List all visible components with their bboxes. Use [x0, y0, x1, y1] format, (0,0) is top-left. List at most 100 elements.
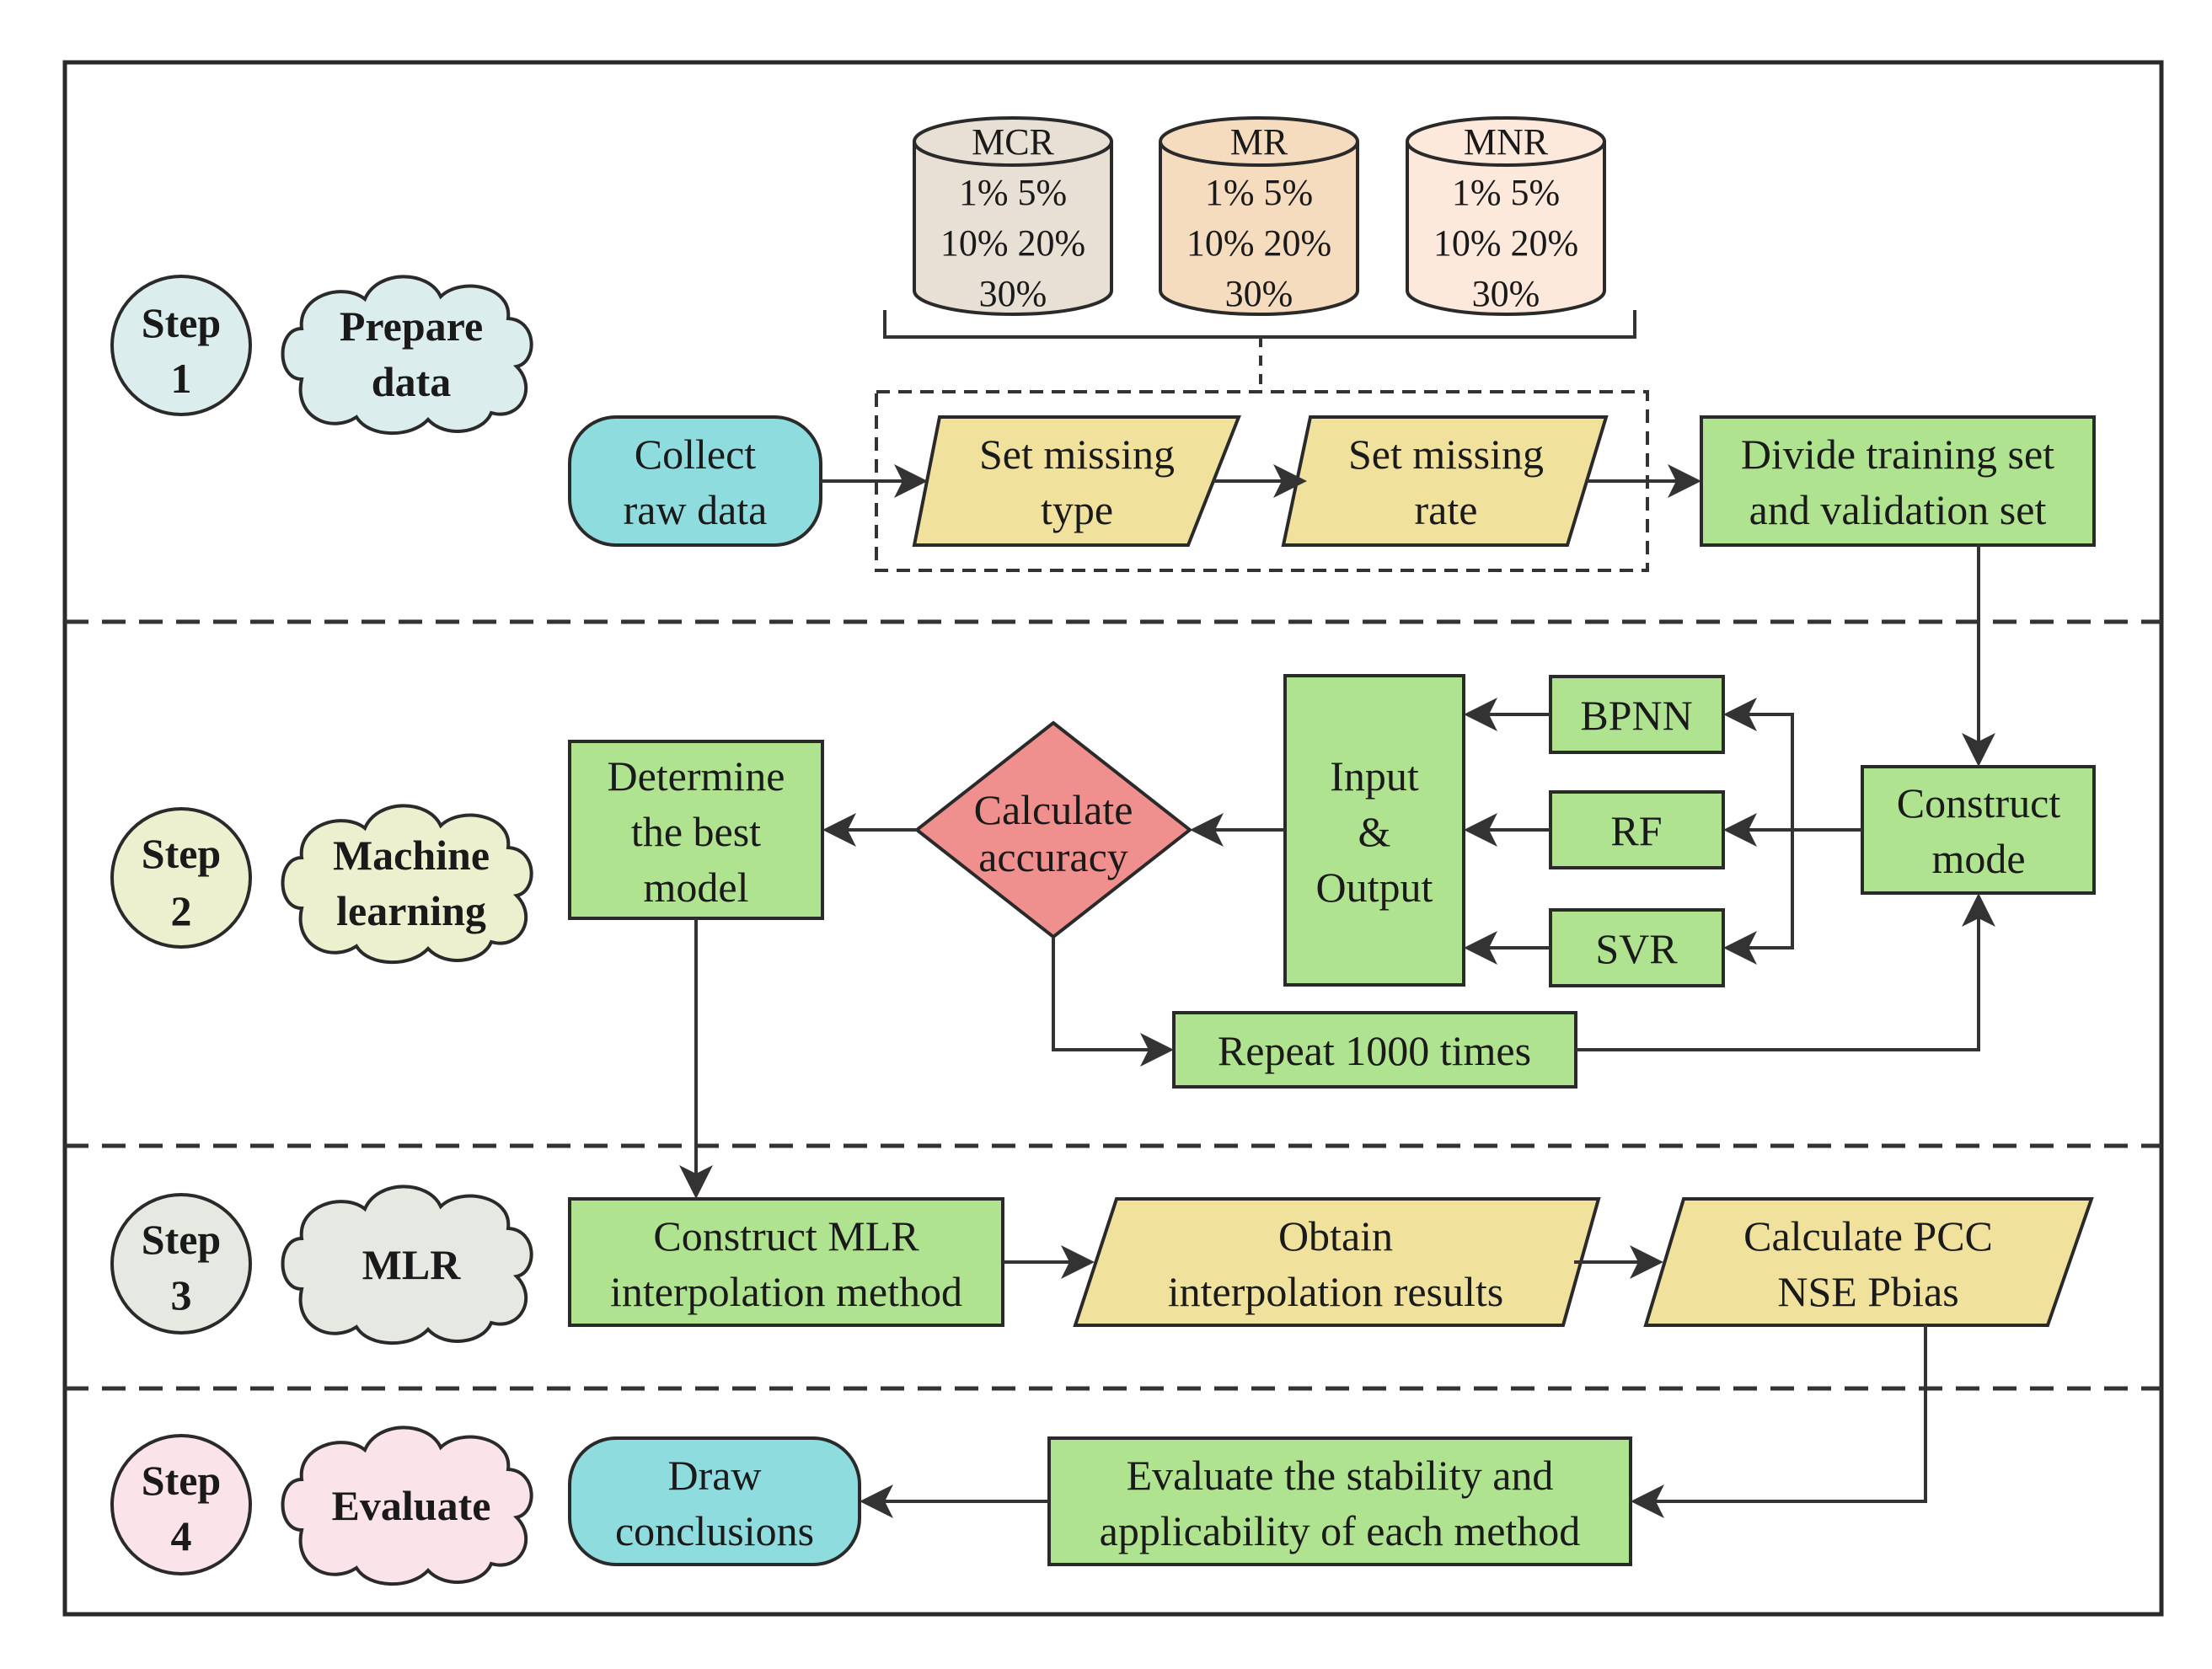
calculate-metrics-node: Calculate PCC NSE Pbias — [1643, 1197, 2094, 1327]
accuracy-line-2: accuracy — [978, 833, 1128, 880]
cloud-shape — [281, 1185, 533, 1345]
calculate-accuracy-node: Calculate accuracy — [913, 720, 1193, 939]
io-line-3: Output — [1316, 864, 1433, 911]
cylinder-mr-name: MR — [1230, 121, 1288, 163]
best-line-3: model — [644, 864, 749, 911]
collect-line-2: raw data — [624, 486, 768, 533]
cylinder-mcr-rates-1: 1% 5% — [959, 172, 1067, 213]
input-output-node: Input & Output — [1283, 674, 1465, 987]
cylinder-mnr-rates-2: 10% 20% — [1433, 222, 1578, 264]
cloud-shape — [281, 275, 533, 436]
accuracy-line-1: Calculate — [974, 786, 1133, 833]
step-1-number: 1 — [171, 355, 192, 402]
evaluate-line-1: Evaluate the stability and — [1127, 1452, 1554, 1499]
draw-line-1: Draw — [667, 1452, 761, 1499]
step-3-cloud: MLR — [281, 1185, 533, 1345]
step-2-circle — [110, 807, 252, 949]
cylinder-mnr-rates-3: 30% — [1472, 273, 1540, 314]
set-rate-line-2: rate — [1415, 486, 1478, 533]
io-line-1: Input — [1330, 752, 1419, 800]
mlr-line-2: interpolation method — [610, 1268, 962, 1315]
divide-sets-node: Divide training set and validation set — [1700, 415, 2096, 547]
cylinder-mcr: MCR 1% 5% 10% 20% 30% — [913, 116, 1113, 316]
evaluate-node: Evaluate the stability and applicability… — [1047, 1436, 1632, 1566]
step-1-title: Step — [142, 299, 221, 346]
io-line-2: & — [1358, 808, 1391, 855]
cylinder-mnr-name: MNR — [1464, 121, 1549, 163]
best-line-2: the best — [631, 808, 761, 855]
step-2-cloud-line-2: learning — [336, 887, 486, 934]
step-4-circle — [110, 1434, 252, 1575]
cylinder-mcr-rates-2: 10% 20% — [940, 222, 1085, 264]
set-type-line-1: Set missing — [979, 431, 1175, 478]
step-1-cloud: Prepare data — [281, 275, 533, 436]
step-2-title: Step — [142, 830, 221, 877]
pcc-line-1: Calculate PCC — [1743, 1212, 1993, 1260]
evaluate-line-2: applicability of each method — [1100, 1507, 1581, 1554]
arrow-to-svr — [1723, 830, 1794, 965]
section-dividers — [65, 619, 2161, 1391]
cylinder-mr-rates-3: 30% — [1225, 273, 1293, 314]
set-missing-type-node: Set missing type — [912, 415, 1241, 547]
construct-mode-node: Construct mode — [1861, 765, 2096, 895]
cylinder-mnr-rates-1: 1% 5% — [1452, 172, 1560, 213]
step-4-title: Step — [142, 1457, 221, 1504]
bpnn-node: BPNN — [1549, 675, 1725, 754]
obtain-line-2: interpolation results — [1168, 1268, 1504, 1315]
obtain-results-node: Obtain interpolation results — [1073, 1197, 1601, 1327]
cloud-shape — [281, 804, 533, 965]
draw-conclusions-node: Draw conclusions — [568, 1436, 861, 1566]
step-3-label: Step 3 — [110, 1193, 252, 1335]
arrow-accuracy-to-repeat — [1052, 937, 1174, 1067]
cloud-shape — [281, 1426, 533, 1586]
set-rate-line-1: Set missing — [1348, 431, 1544, 478]
step-1-cloud-line-1: Prepare — [340, 302, 483, 350]
rf-node: RF — [1549, 790, 1725, 869]
step-4-label: Step 4 — [110, 1434, 252, 1575]
step-4-cloud-line-1: Evaluate — [332, 1482, 491, 1529]
cylinder-mr-rates-2: 10% 20% — [1186, 222, 1331, 264]
draw-line-2: conclusions — [615, 1507, 814, 1554]
collect-raw-data-node: Collect raw data — [568, 415, 822, 547]
collect-line-1: Collect — [635, 431, 757, 478]
step-3-circle — [110, 1193, 252, 1335]
step-1-cloud-line-2: data — [372, 358, 451, 405]
construct-mlr-node: Construct MLR interpolation method — [568, 1197, 1004, 1327]
obtain-line-1: Obtain — [1278, 1212, 1393, 1260]
step-1-label: Step 1 — [110, 275, 252, 416]
svr-node: SVR — [1549, 908, 1725, 987]
step-3-title: Step — [142, 1216, 221, 1263]
arrow-to-bpnn — [1723, 698, 1794, 830]
step-2-number: 2 — [171, 887, 192, 934]
construct-mode-line-2: mode — [1931, 835, 2025, 882]
step-4-cloud: Evaluate — [281, 1426, 533, 1586]
repeat-label: Repeat 1000 times — [1218, 1027, 1531, 1074]
divide-line-1: Divide training set — [1741, 431, 2054, 478]
step-2-cloud: Machine learning — [281, 804, 533, 965]
repeat-node: Repeat 1000 times — [1172, 1011, 1577, 1089]
arrow-metrics-to-evaluate — [1631, 1325, 1927, 1518]
set-missing-rate-node: Set missing rate — [1281, 415, 1609, 547]
divide-line-2: and validation set — [1749, 486, 2047, 533]
connectors — [679, 464, 1995, 1518]
set-type-line-2: type — [1041, 486, 1113, 533]
step-2-cloud-line-1: Machine — [333, 832, 490, 879]
pcc-line-2: NSE Pbias — [1777, 1268, 1958, 1315]
bpnn-label: BPNN — [1580, 692, 1692, 739]
cylinder-mnr: MNR 1% 5% 10% 20% 30% — [1406, 116, 1606, 316]
cylinder-mcr-rates-3: 30% — [979, 273, 1047, 314]
best-line-1: Determine — [607, 752, 785, 800]
step-2-label: Step 2 — [110, 807, 252, 949]
step-4-number: 4 — [171, 1512, 192, 1559]
cylinder-mr-rates-1: 1% 5% — [1205, 172, 1313, 213]
arrow-repeat-to-construct — [1576, 893, 1995, 1051]
construct-mode-line-1: Construct — [1897, 779, 2061, 826]
svr-label: SVR — [1595, 925, 1678, 972]
step-3-cloud-line-1: MLR — [362, 1241, 462, 1288]
rf-label: RF — [1610, 807, 1662, 854]
cylinder-mcr-name: MCR — [972, 121, 1054, 163]
cylinder-mr: MR 1% 5% 10% 20% 30% — [1159, 116, 1359, 316]
best-model-node: Determine the best model — [568, 740, 824, 920]
step-1-circle — [110, 275, 252, 416]
